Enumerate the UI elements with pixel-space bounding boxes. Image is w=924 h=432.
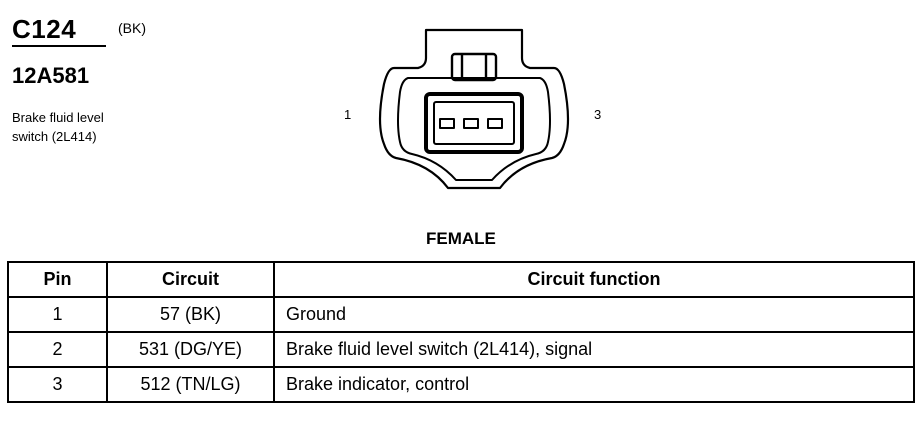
circuit-cell: 57 (BK) (106, 296, 275, 333)
pin-table: Pin Circuit Circuit function 1 57 (BK) G… (7, 261, 915, 403)
pin-cell: 1 (7, 296, 108, 333)
connector-id: C124 (12, 14, 77, 44)
terminal-pin-1 (439, 118, 455, 129)
function-cell: Brake fluid level switch (2L414), signal (273, 331, 915, 368)
connector-outer-shell (378, 28, 570, 190)
function-cell: Ground (273, 296, 915, 333)
terminal-cavity-inner (433, 101, 515, 145)
table-row: 2 531 (DG/YE) Brake fluid level switch (… (7, 331, 915, 368)
description-line-1: Brake fluid level (12, 110, 104, 125)
connector-inner-shell (397, 77, 551, 181)
locking-tab (450, 52, 498, 82)
connector-color: (BK) (118, 20, 146, 36)
table-header-row: Pin Circuit Circuit function (7, 261, 915, 298)
pin-3-label: 3 (594, 107, 602, 122)
pin-1-label: 1 (344, 107, 352, 122)
terminal-pin-3 (487, 118, 503, 129)
circuit-cell: 512 (TN/LG) (106, 366, 275, 403)
view-label: FEMALE (426, 229, 496, 248)
header-circuit: Circuit (106, 261, 275, 298)
pin-cell: 2 (7, 331, 108, 368)
header-circuit-function: Circuit function (273, 261, 915, 298)
table-row: 3 512 (TN/LG) Brake indicator, control (7, 366, 915, 403)
terminal-pin-2 (463, 118, 479, 129)
description-line-2: switch (2L414) (12, 129, 97, 144)
table-row: 1 57 (BK) Ground (7, 296, 915, 333)
terminal-cavity-outer (424, 92, 524, 154)
connector-id-underline (12, 45, 106, 47)
header-pin: Pin (7, 261, 108, 298)
circuit-cell: 531 (DG/YE) (106, 331, 275, 368)
function-cell: Brake indicator, control (273, 366, 915, 403)
part-number: 12A581 (12, 63, 90, 88)
connector-face-drawing (378, 28, 570, 190)
pin-cell: 3 (7, 366, 108, 403)
connector-description: Brake fluid level switch (2L414) (12, 108, 104, 146)
